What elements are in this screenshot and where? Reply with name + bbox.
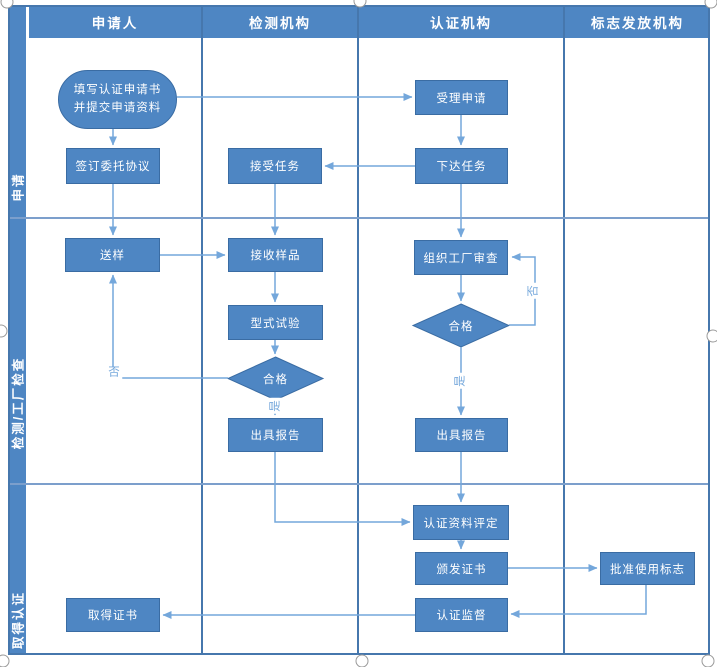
flow-node-issue-report-test[interactable]: 出具报告 <box>228 418 323 452</box>
flow-node-cert-supervision[interactable]: 认证监督 <box>415 598 508 632</box>
lane-label-obtain-cert: 取得认证 <box>11 590 26 650</box>
flow-node-fill-application-line2: 并提交申请资料 <box>73 101 162 114</box>
flow-node-approve-mark[interactable]: 批准使用标志 <box>600 552 695 585</box>
flow-node-fill-application[interactable]: 填写认证申请书 并提交申请资料 <box>58 70 177 129</box>
column-header-testing-org: 检测机构 <box>249 16 311 31</box>
selection-handle-bottom-center[interactable] <box>355 654 369 667</box>
selection-handle-bottom-left[interactable] <box>0 654 10 667</box>
edge-reporttest-to-evaluate <box>274 452 411 526</box>
lane-strip-gap <box>26 5 29 655</box>
column-header-applicant: 申请人 <box>91 16 139 31</box>
column-divider-1 <box>201 5 203 655</box>
column-divider-3 <box>563 5 565 655</box>
lane-divider-1 <box>8 217 710 219</box>
flow-node-receive-sample[interactable]: 接收样品 <box>228 238 323 272</box>
flow-node-issue-report-cert[interactable]: 出具报告 <box>415 418 508 452</box>
lane-divider-2 <box>8 483 710 485</box>
flow-node-evaluate-materials[interactable]: 认证资料评定 <box>413 505 509 540</box>
decision-test-pass-label[interactable]: 合格 <box>263 374 288 386</box>
selection-handle-right-middle[interactable] <box>706 329 717 343</box>
edge-label-review-yes: 是 <box>454 373 468 389</box>
column-header-bar <box>29 5 710 38</box>
flow-node-factory-review[interactable]: 组织工厂审查 <box>414 240 508 275</box>
column-divider-2 <box>357 5 359 655</box>
flow-node-type-test[interactable]: 型式试验 <box>228 305 323 340</box>
lane-title-strip <box>8 5 26 655</box>
selection-handle-top-left[interactable] <box>0 0 14 9</box>
selection-handle-bottom-right[interactable] <box>701 654 715 667</box>
flow-node-accept-task[interactable]: 接受任务 <box>228 148 322 184</box>
flow-node-fill-application-line1: 填写认证申请书 <box>73 84 162 97</box>
edge-label-test-no: 否 <box>106 366 122 380</box>
lane-label-test-inspection: 检测/工厂检查 <box>11 356 26 450</box>
column-header-cert-org: 认证机构 <box>430 16 492 31</box>
selection-handle-left-middle[interactable] <box>0 324 8 338</box>
lane-label-application: 申请 <box>11 172 26 202</box>
edge-test-no-loop <box>109 274 228 379</box>
flow-node-send-sample[interactable]: 送样 <box>65 238 160 272</box>
selection-handle-top-right[interactable] <box>704 0 717 9</box>
edge-label-review-no: 否 <box>527 283 541 299</box>
edge-approve-to-supervision <box>510 585 647 618</box>
flow-node-assign-task[interactable]: 下达任务 <box>415 148 508 184</box>
flow-node-sign-agreement[interactable]: 签订委托协议 <box>66 148 160 184</box>
column-header-mark-org: 标志发放机构 <box>591 16 684 31</box>
connector-lines <box>109 93 647 619</box>
flow-node-obtain-certificate[interactable]: 取得证书 <box>66 598 160 632</box>
flow-node-grant-certificate[interactable]: 颁发证书 <box>415 552 508 585</box>
decision-review-pass-label[interactable]: 合格 <box>448 321 474 333</box>
flow-node-accept-application[interactable]: 受理申请 <box>415 80 508 115</box>
edge-label-test-yes: 是 <box>269 398 283 414</box>
